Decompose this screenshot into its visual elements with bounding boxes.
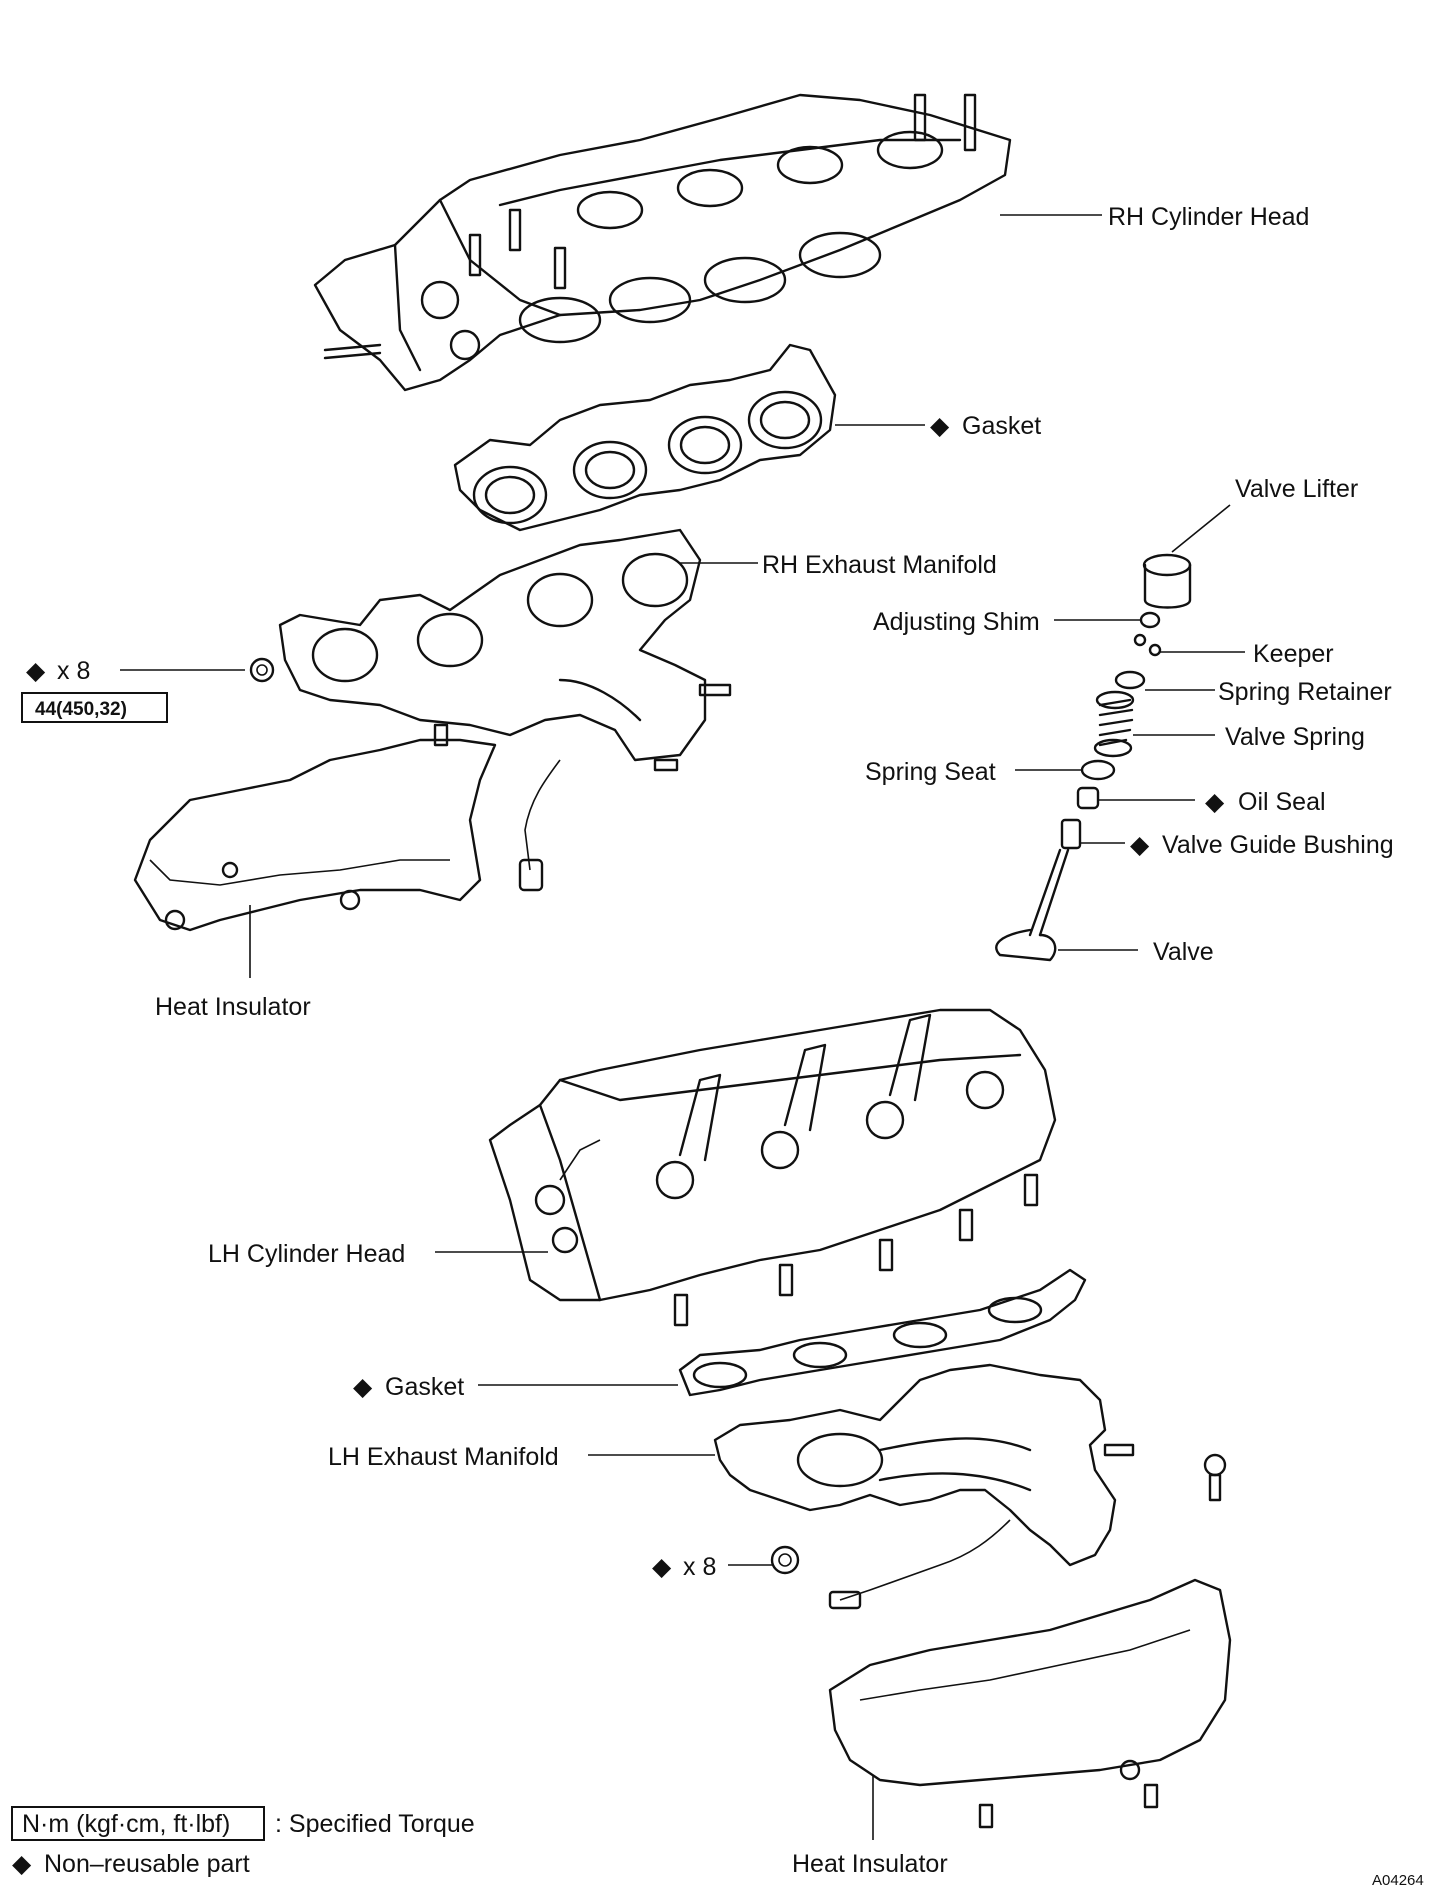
leader-valve-lifter: [1171, 504, 1231, 553]
label-rh-torque: 44(450,32): [35, 699, 127, 720]
valve-train-drawing: [995, 553, 1192, 962]
legend-torque-desc: : Specified Torque: [275, 1810, 475, 1838]
label-spring-seat: Spring Seat: [865, 758, 996, 786]
label-rh-exhaust-manifold: RH Exhaust Manifold: [762, 551, 997, 579]
label-adjusting-shim: Adjusting Shim: [873, 608, 1040, 636]
rh-manifold-nut-drawing: [249, 657, 275, 683]
label-valve-guide-bushing-group: ◆ Valve Guide Bushing: [1130, 831, 1394, 859]
label-lh-cylinder-head: LH Cylinder Head: [208, 1240, 405, 1268]
non-reusable-diamond-icon: ◆: [26, 657, 46, 685]
non-reusable-diamond-icon: ◆: [1205, 788, 1225, 816]
label-spring-retainer: Spring Retainer: [1218, 678, 1392, 706]
non-reusable-diamond-icon: ◆: [1130, 831, 1150, 859]
legend-torque-units: N·m (kgf·cm, ft·lbf): [22, 1810, 230, 1838]
label-lh-nut-qty: x 8: [683, 1553, 716, 1581]
label-valve-lifter: Valve Lifter: [1235, 475, 1358, 503]
torque-box-rh: [21, 692, 168, 723]
legend-torque-box: [11, 1806, 265, 1841]
label-rh-nut-qty: x 8: [57, 657, 90, 685]
label-rh-heat-insulator: Heat Insulator: [155, 993, 311, 1021]
non-reusable-diamond-icon: ◆: [353, 1373, 373, 1401]
label-valve-spring: Valve Spring: [1225, 723, 1365, 751]
lh-exhaust-manifold-drawing: [713, 1363, 1227, 1610]
lh-gasket-drawing: [678, 1268, 1087, 1397]
label-lh-exhaust-manifold: LH Exhaust Manifold: [328, 1443, 559, 1471]
non-reusable-diamond-icon: ◆: [652, 1553, 672, 1581]
legend: N·m (kgf·cm, ft·lbf) : Specified Torque …: [11, 1806, 475, 1878]
label-oil-seal-group: ◆ Oil Seal: [1205, 788, 1326, 816]
non-reusable-diamond-icon: ◆: [930, 412, 950, 440]
label-rh-nut-group: ◆ x 8 44(450,32): [21, 657, 168, 723]
label-oil-seal: Oil Seal: [1238, 788, 1326, 816]
label-rh-gasket-group: ◆ Gasket: [930, 412, 1041, 440]
label-lh-nut-group: ◆ x 8: [652, 1553, 716, 1581]
lh-heat-insulator-drawing: [828, 1578, 1232, 1829]
label-valve-guide-bushing: Valve Guide Bushing: [1162, 831, 1394, 859]
non-reusable-diamond-icon: ◆: [12, 1850, 32, 1878]
rh-heat-insulator-drawing: [133, 723, 497, 932]
figure-code: A04264: [1372, 1872, 1424, 1888]
label-lh-gasket: Gasket: [385, 1373, 464, 1401]
label-keeper: Keeper: [1253, 640, 1334, 668]
rh-cylinder-head-drawing: [313, 93, 1012, 392]
rh-gasket-drawing: [453, 343, 837, 532]
label-rh-cylinder-head: RH Cylinder Head: [1108, 203, 1309, 231]
label-lh-heat-insulator: Heat Insulator: [792, 1850, 948, 1878]
legend-non-reusable: Non–reusable part: [44, 1850, 250, 1878]
label-lh-gasket-group: ◆ Gasket: [353, 1373, 464, 1401]
lh-manifold-nut-drawing: [770, 1545, 800, 1575]
rh-exhaust-manifold-drawing: [278, 528, 732, 892]
label-rh-gasket: Gasket: [962, 412, 1041, 440]
label-valve: Valve: [1153, 938, 1214, 966]
lh-cylinder-head-drawing: [488, 1008, 1057, 1327]
